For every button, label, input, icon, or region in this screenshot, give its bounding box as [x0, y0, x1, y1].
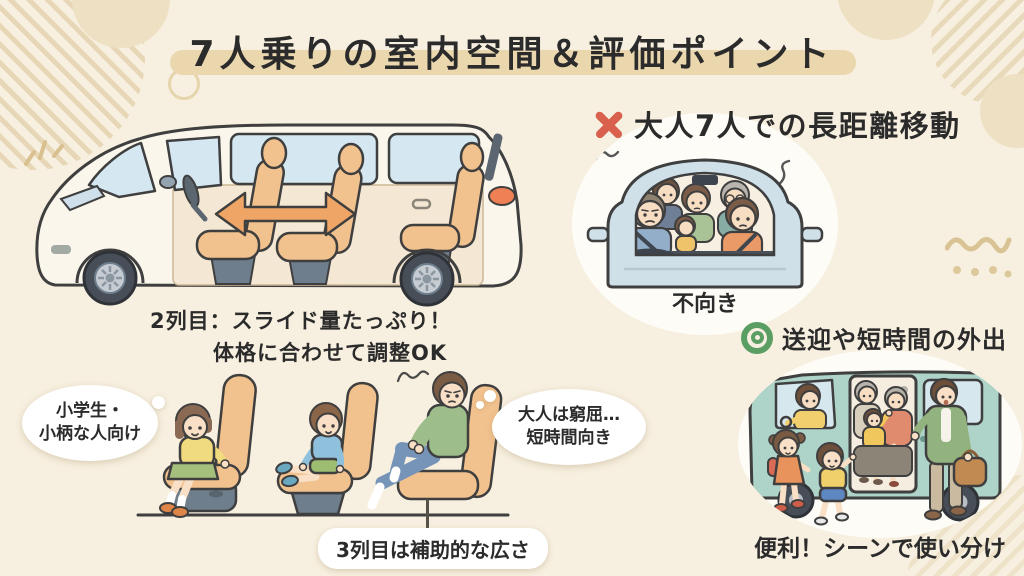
- third-row-label: 3列目は補助的な広さ: [318, 528, 548, 569]
- double-circle-icon: [741, 321, 773, 354]
- bubble-adults-tail: [484, 390, 496, 402]
- left-mirror: [586, 226, 610, 243]
- title-highlight-bar: [170, 50, 856, 75]
- side-mirror: [159, 175, 177, 189]
- rear-wheel: [399, 251, 455, 307]
- bad-case-circle: [572, 113, 838, 335]
- decor-squiggle-right: [945, 237, 1012, 278]
- walking-girl: [767, 429, 811, 513]
- bad-case-heading-text: 大人7人での長距離移動: [634, 109, 961, 143]
- front-wheel: [82, 250, 138, 306]
- bubble-adults-tail-small: [476, 401, 484, 409]
- good-case-circle: [738, 350, 1022, 538]
- bubble-adults: 大人は窮屈… 短時間向き: [492, 389, 646, 465]
- bubble-elementary-line1: 小学生・: [56, 401, 124, 422]
- front-passenger: [720, 196, 764, 255]
- bad-case-verdict: 不向き: [671, 292, 738, 317]
- crowded-car-illustration: [586, 150, 824, 289]
- bubble-elementary-tail: [152, 396, 165, 409]
- windshield: [87, 141, 157, 199]
- right-mirror: [800, 226, 824, 243]
- decor-sparkle-left: [24, 140, 64, 166]
- front-door-window: [165, 135, 223, 192]
- walking-boy: [814, 442, 857, 526]
- boy-figure: [275, 402, 345, 488]
- taillight: [488, 186, 516, 206]
- bubble-elementary: 小学生・ 小柄な人向け: [22, 385, 158, 461]
- girl-figure: [159, 403, 230, 518]
- x-mark-icon: [593, 108, 625, 140]
- third-row-illustration: [136, 370, 510, 518]
- front-seat: [195, 136, 288, 285]
- second-row-caption-line2: 体格に合わせて調整OK: [213, 341, 448, 365]
- good-case-heading: 送迎や短時間の外出: [741, 320, 1007, 355]
- third-row-pointer-line: [426, 499, 429, 533]
- grandma-in-van: [881, 386, 913, 447]
- standing-man: [910, 377, 988, 521]
- slide-arrow: [214, 191, 357, 237]
- bad-case-heading: 大人7人での長距離移動: [593, 103, 961, 145]
- minivan-side-illustration: [35, 123, 523, 307]
- page-title: 7人乗りの室内空間＆評価ポイント: [189, 34, 835, 75]
- door-handle: [411, 198, 432, 210]
- family-van-illustration: [748, 365, 1002, 526]
- van-driver: [779, 383, 827, 428]
- child-in-van: [862, 408, 893, 450]
- rear-passengers: [853, 380, 913, 487]
- bubble-adults-line2: 短時間向き: [526, 428, 612, 448]
- rearview-mirror: [692, 175, 718, 185]
- second-row-caption-line1: 2列目：スライド量たっぷり！: [150, 309, 452, 333]
- good-case-heading-text: 送迎や短時間の外出: [782, 326, 1007, 354]
- bubble-adults-line1: 大人は窮屈…: [518, 405, 620, 426]
- child: [674, 215, 697, 253]
- cramped-adult-figure: [367, 370, 470, 510]
- headlight: [59, 184, 106, 212]
- bubble-elementary-line2: 小柄な人向け: [39, 424, 141, 444]
- good-case-verdict: 便利！シーンで使い分け: [754, 536, 1006, 562]
